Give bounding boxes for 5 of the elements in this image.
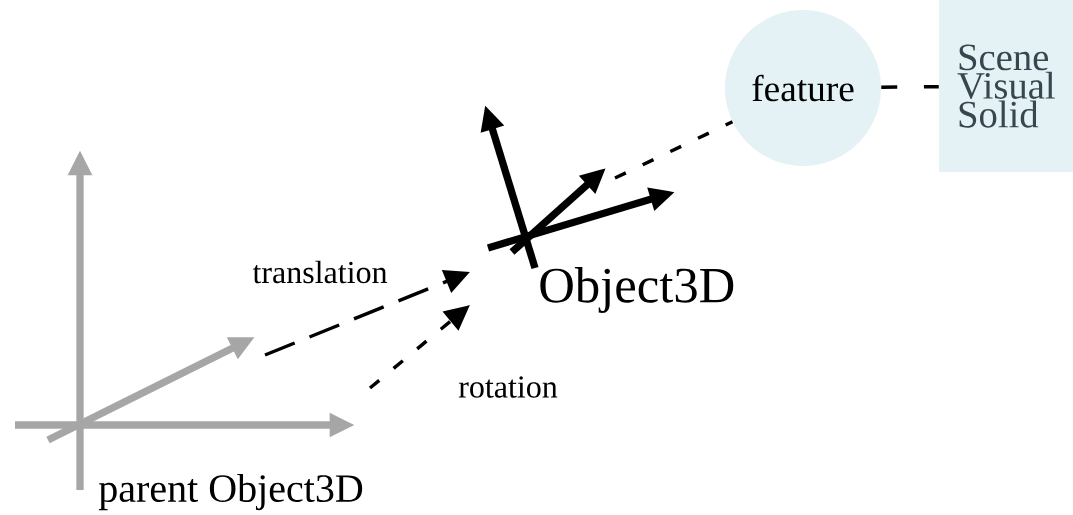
axes-label: Object3D (540, 267, 734, 313)
edge-label: rotation (456, 374, 560, 400)
edge-label: translation (251, 259, 389, 285)
axes-label: parent Object3D (98, 473, 363, 511)
class-list-box: Scene Visual Solid (939, 0, 1073, 172)
